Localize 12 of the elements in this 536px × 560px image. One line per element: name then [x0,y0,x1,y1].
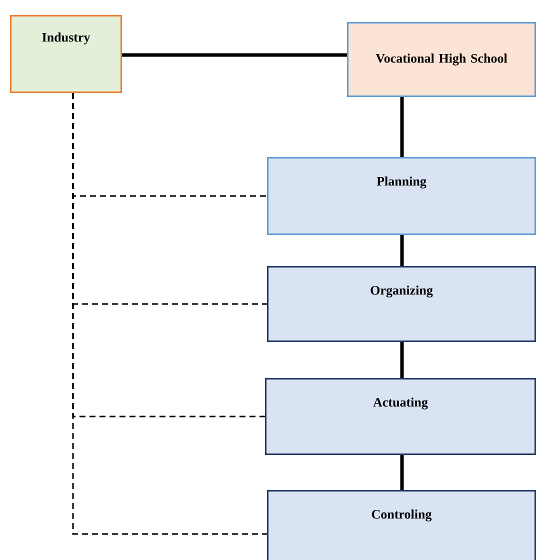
connector-line [400,455,404,490]
school-box: Vocational High School [347,22,536,97]
stage-box: Planning [267,157,536,235]
connector-line [400,235,404,266]
connector-line [122,53,347,57]
connector-line [400,97,404,157]
stage-box: Actuating [265,378,536,455]
stage-box: Organizing [267,266,536,342]
dashed-connector [72,93,267,535]
connector-line [400,342,404,378]
stage-box: Controling [267,490,536,560]
industry-box: Industry [10,15,122,93]
